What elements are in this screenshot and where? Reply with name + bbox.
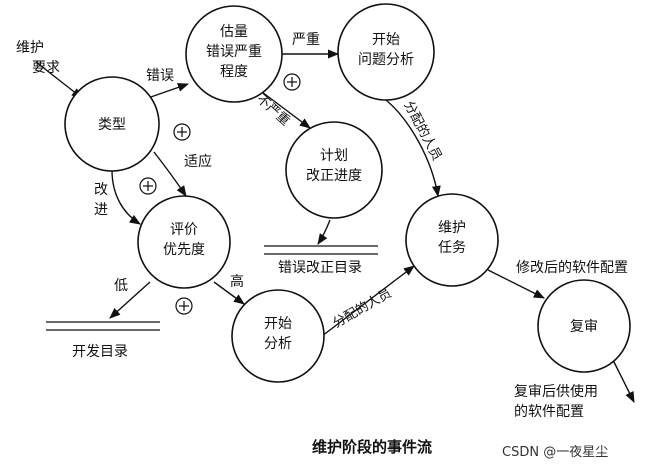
edge-evaluate-to-dev-store (109, 281, 151, 319)
node-start-analysis-line1: 开始 (264, 316, 292, 332)
edge-type-to-evaluate-improve (111, 169, 141, 225)
label-modified-config: 修改后的软件配置 (516, 260, 628, 276)
watermark: CSDN @一夜星尘 (502, 445, 608, 460)
edge-type-to-estimate (147, 83, 190, 99)
node-estimate-severity: 估量 错误严重 程度 (185, 5, 283, 103)
edge-estimate-to-plan (261, 91, 311, 129)
node-plan-line2: 改正进度 (306, 168, 362, 184)
label-assigned-staff-right: 分配的人员 (400, 98, 445, 163)
label-error: 错误 (146, 68, 174, 84)
node-review-label: 复审 (570, 318, 598, 335)
node-start-analysis-line2: 分析 (264, 336, 292, 352)
edge-review-output (611, 357, 635, 404)
node-type-label: 类型 (98, 117, 126, 133)
edge-evaluate-to-start-analysis (213, 281, 245, 305)
store-dev-catalog-label: 开发目录 (72, 344, 128, 360)
node-evaluate-priority: 评价 优先度 (137, 195, 231, 289)
node-task-line2: 任务 (438, 240, 466, 256)
label-improve-line1: 改 (94, 182, 108, 198)
label-review-output-line2: 的软件配置 (514, 404, 584, 420)
plus-symbol-estimate (283, 73, 301, 91)
store-error-catalog: 错误改正目录 (264, 245, 378, 276)
label-maintenance-request-line2: 要求 (32, 60, 60, 76)
edge-request-to-type (35, 61, 83, 99)
edge-plan-to-error-store (317, 219, 331, 245)
label-high: 高 (230, 273, 244, 290)
store-error-catalog-label: 错误改正目录 (278, 260, 362, 276)
node-estimate-line3: 程度 (220, 64, 248, 80)
label-improve-line2: 进 (94, 202, 108, 218)
node-start-problem-analysis-line1: 开始 (372, 32, 400, 48)
plus-symbol-evaluate (175, 297, 193, 315)
label-low: 低 (114, 278, 128, 294)
label-assigned-staff-bottom: 分配的人员 (330, 285, 394, 331)
node-start-problem-analysis-line2: 问题分析 (358, 52, 414, 68)
node-plan-line1: 计划 (320, 148, 348, 164)
plus-symbol-type-below (139, 177, 157, 195)
node-type: 类型 (64, 76, 160, 172)
label-maintenance-request-line1: 维护 (16, 40, 44, 56)
edge-start-analysis-to-task-bottom (321, 265, 415, 337)
plus-symbol-type-right (173, 123, 191, 141)
node-task-line1: 维护 (438, 220, 466, 236)
store-dev-catalog: 开发目录 (46, 321, 160, 360)
node-estimate-line2: 错误严重 (206, 44, 262, 60)
label-severe: 严重 (292, 32, 320, 48)
label-review-output-line1: 复审后供使用 (514, 383, 598, 400)
edge-task-to-review (487, 269, 546, 299)
node-plan-correction: 计划 改正进度 (285, 121, 383, 219)
node-estimate-line1: 估量 (220, 24, 248, 40)
label-adapt: 适应 (184, 153, 212, 170)
node-maintenance-task: 维护 任务 (405, 193, 499, 287)
edge-type-to-evaluate-adapt (153, 151, 187, 197)
node-evaluate-line1: 评价 (170, 222, 198, 238)
node-evaluate-line2: 优先度 (163, 242, 205, 258)
node-review: 复审 (537, 279, 631, 373)
diagram-caption: 维护阶段的事件流 (312, 438, 432, 456)
node-start-problem-analysis: 开始 问题分析 (337, 3, 435, 101)
node-start-analysis: 开始 分析 (231, 289, 325, 383)
edge-start-analysis-to-task (385, 99, 441, 198)
